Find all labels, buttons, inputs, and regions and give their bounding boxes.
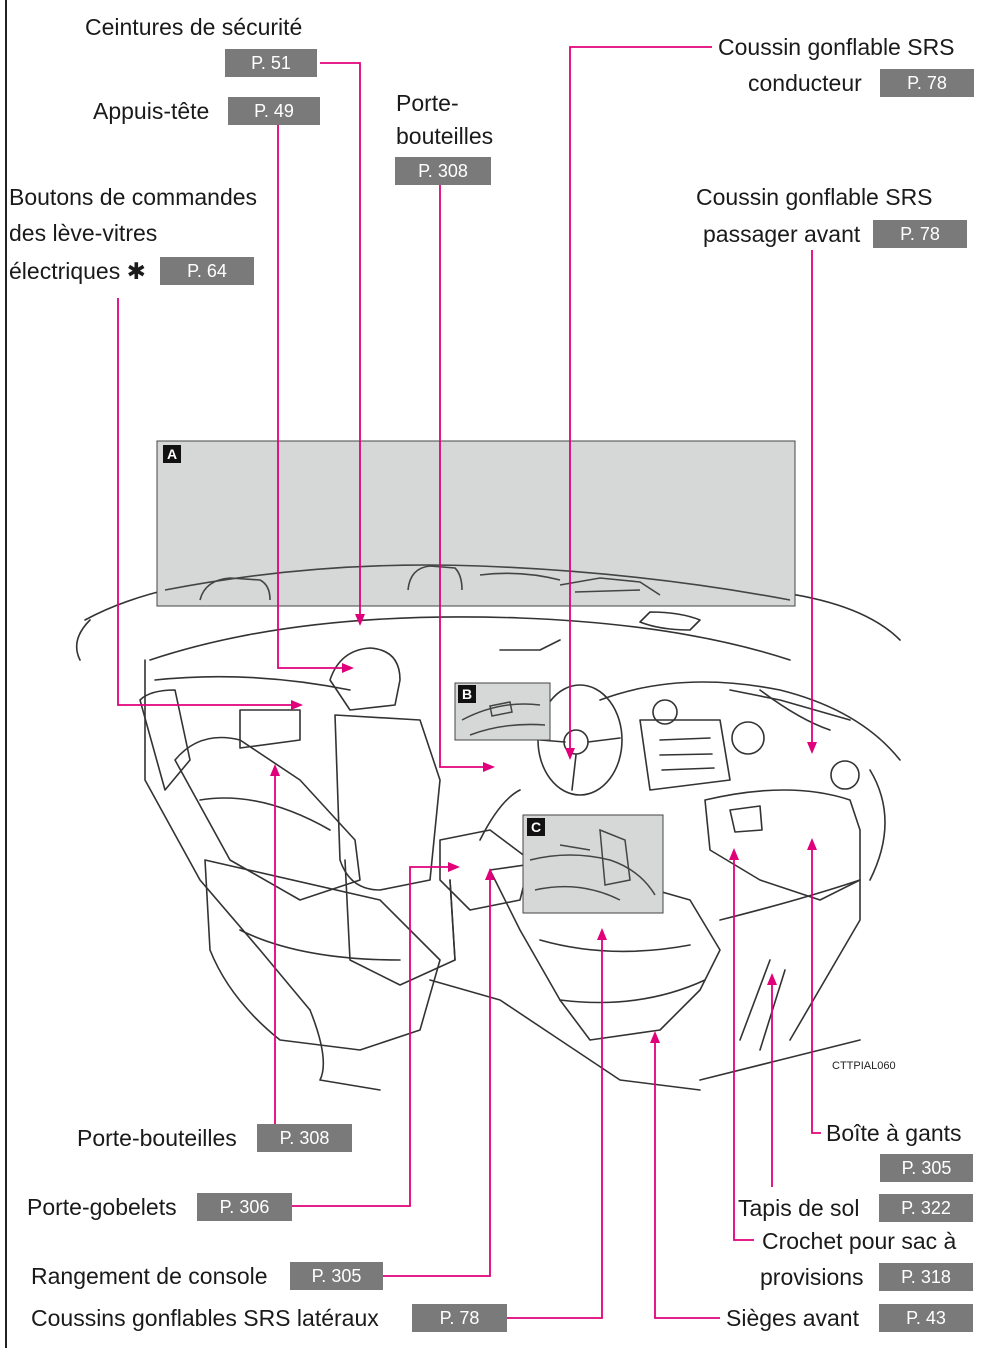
page-ref-coussin-cond[interactable]: P. 78 xyxy=(880,69,974,97)
leader-boutons xyxy=(117,298,298,706)
label-crochet-1: Crochet pour sac à xyxy=(762,1228,957,1254)
label-coussin-cond-1: Coussin gonflable SRS xyxy=(718,34,955,60)
label-rangement: Rangement de console xyxy=(31,1263,268,1289)
page-ref-ceintures[interactable]: P. 51 xyxy=(225,49,317,77)
label-boutons-3: électriques ✱ xyxy=(9,258,146,284)
label-porte-top-2: bouteilles xyxy=(396,123,494,149)
page-ref-boutons[interactable]: P. 64 xyxy=(160,257,254,285)
leader-porte-gobelets xyxy=(292,866,455,1207)
page-ref-coussins-lat[interactable]: P. 78 xyxy=(412,1304,507,1332)
page-ref-boite[interactable]: P. 305 xyxy=(880,1154,973,1182)
label-coussin-pass-1: Coussin gonflable SRS xyxy=(696,184,933,210)
page-border-line xyxy=(5,0,7,1348)
label-boutons-1: Boutons de commandes xyxy=(9,184,258,210)
label-sieges: Sièges avant xyxy=(726,1305,859,1331)
label-appuis: Appuis-tête xyxy=(93,98,210,124)
leader-sieges xyxy=(654,1038,720,1319)
leader-coussins-lat xyxy=(507,935,603,1319)
leader-ceintures xyxy=(320,62,361,622)
leader-coussin-cond xyxy=(569,46,712,755)
badge-b: B xyxy=(458,685,476,703)
label-tapis: Tapis de sol xyxy=(738,1195,860,1221)
label-porte-top-1: Porte- xyxy=(396,90,459,116)
label-porte-gobelets: Porte-gobelets xyxy=(27,1194,177,1220)
label-boutons-2: des lève-vitres xyxy=(9,220,158,246)
page-ref-appuis[interactable]: P. 49 xyxy=(228,97,320,125)
badge-c: C xyxy=(527,818,545,836)
page-ref-crochet[interactable]: P. 318 xyxy=(879,1263,973,1291)
label-porte-bottom: Porte-bouteilles xyxy=(77,1125,237,1151)
page-ref-rangement[interactable]: P. 305 xyxy=(290,1262,383,1290)
page-ref-coussin-pass[interactable]: P. 78 xyxy=(873,220,967,248)
page-ref-porte-gobelets[interactable]: P. 306 xyxy=(197,1193,292,1221)
badge-a: A xyxy=(163,445,181,463)
leader-porte-top xyxy=(439,173,490,768)
page-ref-sieges[interactable]: P. 43 xyxy=(879,1304,973,1332)
leader-crochet xyxy=(733,855,754,1241)
page-ref-porte-top[interactable]: P. 308 xyxy=(395,157,491,185)
leader-rangement xyxy=(383,875,491,1277)
page-ref-porte-bottom[interactable]: P. 308 xyxy=(257,1124,352,1152)
leader-appuis xyxy=(277,125,348,669)
label-coussins-lat: Coussins gonflables SRS latéraux xyxy=(31,1305,379,1331)
label-coussin-cond-2: conducteur xyxy=(748,70,862,96)
inset-c xyxy=(522,814,664,914)
leader-boite xyxy=(811,845,821,1134)
interior-sketch xyxy=(75,577,901,1091)
label-boite: Boîte à gants xyxy=(826,1120,962,1146)
arrowheads xyxy=(270,614,817,1043)
label-coussin-pass-2: passager avant xyxy=(703,221,861,247)
label-ceintures: Ceintures de sécurité xyxy=(85,14,303,40)
label-crochet-2: provisions xyxy=(760,1264,864,1290)
inset-a xyxy=(156,440,796,607)
leader-lines xyxy=(117,46,821,1319)
figure-code: CTTPIAL060 xyxy=(832,1060,896,1072)
page-ref-tapis[interactable]: P. 322 xyxy=(879,1194,973,1222)
